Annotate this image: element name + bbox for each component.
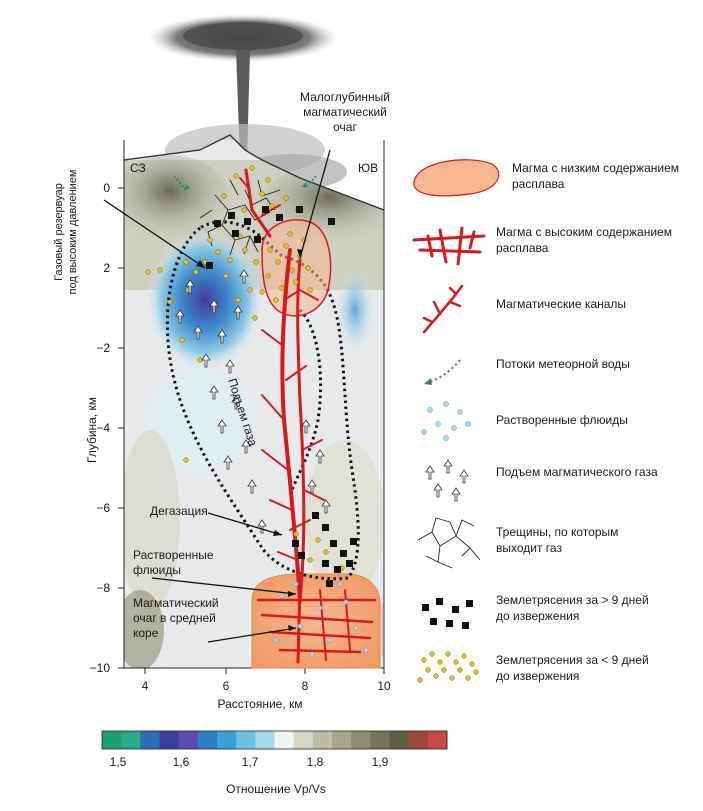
legend-item-9-line1: Землетрясения за < 9 дней	[496, 653, 649, 667]
colorbar-tick-1: 1,6	[173, 755, 190, 769]
leader-arrows	[103, 149, 331, 643]
meteoric-water-arrows	[173, 175, 317, 191]
colorbar-title: Отношение Vp/Vs	[226, 782, 326, 796]
legend-item-1-line2: расплава	[512, 177, 565, 191]
y-tick-2: −2	[96, 341, 110, 355]
left-label-line1: Газовый резервуар	[53, 183, 65, 281]
colorbar-tick-3: 1,8	[307, 755, 324, 769]
x-tick-3: 10	[377, 679, 391, 693]
x-tick-2: 8	[302, 679, 309, 693]
y-tick-5: −8	[96, 581, 110, 595]
x-tick-labels: 4 6 8 10	[142, 679, 391, 693]
colorbar-swatch	[389, 731, 410, 749]
colorbar-swatch	[332, 731, 352, 749]
colorbar-swatch	[102, 731, 122, 749]
channels-icon	[422, 284, 464, 334]
earthquake-late-icon	[417, 651, 479, 683]
colorbar-swatch	[274, 731, 295, 749]
colorbar-swatch	[236, 731, 256, 749]
legend-item-9-line2: до извержения	[496, 669, 579, 683]
colorbar-swatch	[408, 731, 429, 749]
colorbar-swatch	[178, 731, 199, 749]
shallow-chamber-label-3: очаг	[333, 120, 357, 134]
colorbar-ticks: 1,5 1,6 1,7 1,8 1,9	[110, 755, 389, 769]
meteoric-water-icon	[423, 359, 461, 385]
colorbar-tick-0: 1,5	[110, 755, 127, 769]
legend-item-7-line1: Трещины, по которым	[496, 525, 618, 539]
colorbar-swatch	[159, 731, 180, 749]
dissolved-fluids	[273, 581, 369, 657]
colorbar-swatch	[370, 731, 390, 749]
legend: Магма с низким содержанием расплава Магм…	[412, 159, 679, 683]
corner-se-label: ЮВ	[358, 161, 378, 175]
x-axis-label: Расстояние, км	[218, 697, 303, 711]
deep-chamber-label-2: очаг в средней	[133, 611, 216, 625]
legend-item-2-line2: расплава	[496, 241, 549, 255]
legend-item-8-line2: до извержения	[496, 609, 579, 623]
colorbar-swatch	[121, 731, 141, 749]
y-tick-3: −4	[96, 421, 110, 435]
y-tick-6: −10	[90, 661, 111, 675]
meteoric-water-heads	[185, 182, 307, 190]
dissolved-fluids-label-1: Растворенные	[133, 548, 214, 562]
legend-item-1-line1: Магма с низким содержанием	[512, 161, 679, 175]
y-tick-labels: 0 2 −2 −4 −6 −8 −10	[90, 181, 111, 675]
left-label-line2: под высоким давлением	[67, 170, 79, 295]
legend-item-4-line1: Потоки метеорной воды	[496, 357, 630, 371]
leader-arrowheads	[196, 249, 303, 631]
dissolved-fluids-label-2: флюиды	[133, 563, 181, 577]
deep-chamber-label-3: коре	[133, 626, 159, 640]
colorbar-swatch	[197, 731, 218, 749]
magma-low-icon	[413, 159, 500, 197]
colorbar	[101, 730, 448, 750]
colorbar-tick-2: 1,7	[242, 755, 259, 769]
y-tick-4: −6	[96, 501, 110, 515]
legend-item-8-line1: Землетрясения за > 9 дней	[496, 593, 649, 607]
magma-high-icon	[412, 226, 486, 266]
colorbar-tick-4: 1,9	[372, 755, 389, 769]
cracks-icon	[417, 517, 481, 569]
y-tick-0: 0	[103, 181, 110, 195]
legend-item-5-line1: Растворенные флюиды	[496, 413, 628, 427]
gas-rise-icon	[425, 459, 469, 502]
colorbar-swatch	[140, 731, 160, 749]
colorbar-swatch	[312, 731, 333, 749]
deep-chamber-label-1: Магматический	[133, 596, 219, 610]
deep-magma-chamber	[251, 573, 381, 669]
y-tick-1: 2	[103, 261, 110, 275]
summit-cracks	[199, 179, 281, 256]
shallow-chamber-label-1: Малоглубинный	[300, 90, 390, 104]
legend-item-3-line1: Магматические каналы	[496, 297, 626, 311]
corner-nw-label: СЗ	[130, 161, 146, 175]
dissolved-fluids-icon	[421, 401, 471, 441]
legend-item-2-line1: Магма с высоким содержанием	[496, 225, 672, 239]
colorbar-swatch	[427, 731, 448, 749]
gas-zone-outline	[165, 220, 360, 581]
gas-rise-arrows	[175, 269, 331, 534]
legend-item-7-line2: выходит газ	[496, 541, 562, 555]
colorbar-swatch	[255, 731, 275, 749]
x-tick-1: 6	[223, 679, 230, 693]
colorbar-swatch	[217, 731, 237, 749]
earthquake-early-icon	[422, 598, 473, 629]
early-earthquakes	[206, 206, 357, 587]
shallow-chamber-label-2: магматический	[303, 105, 387, 119]
shallow-magma-chamber	[261, 219, 332, 317]
legend-item-6-line1: Подъем магматического газа	[496, 465, 658, 479]
colorbar-swatch	[351, 731, 371, 749]
x-tick-0: 4	[142, 679, 149, 693]
colorbar-swatch	[293, 731, 314, 749]
degassing-label: Дегазация	[150, 504, 208, 518]
y-axis-label: Глубина, км	[85, 397, 99, 463]
colorbar-border	[101, 730, 448, 750]
